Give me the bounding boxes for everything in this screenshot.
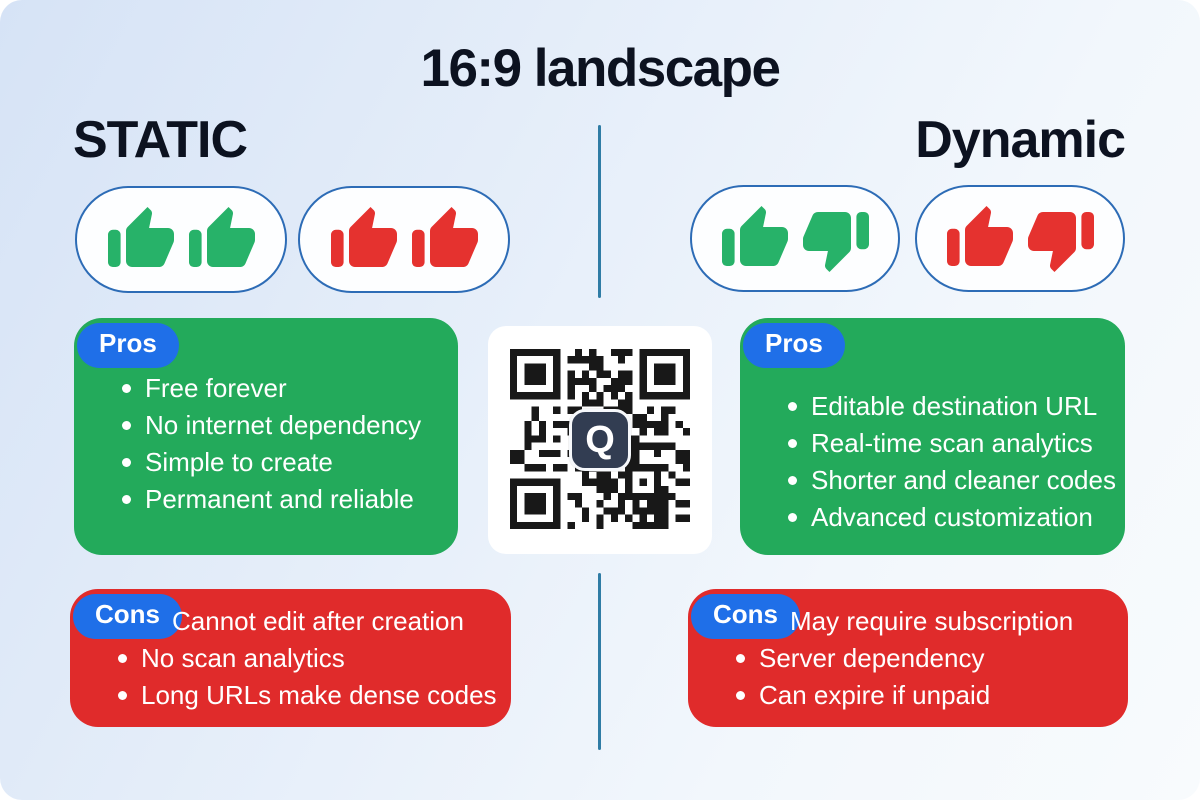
bullet-icon xyxy=(788,513,797,522)
bullet-icon xyxy=(118,654,127,663)
list-item: Advanced customization xyxy=(788,499,1116,536)
list-item: Free forever xyxy=(122,370,421,407)
list-item: Real-time scan analytics xyxy=(788,425,1116,462)
bullet-icon xyxy=(788,439,797,448)
bullet-icon xyxy=(788,476,797,485)
thumbs-up-icon xyxy=(105,204,177,276)
page-title: 16:9 landscape xyxy=(420,39,781,98)
qr-code: Q xyxy=(488,326,712,554)
list-item: Long URLs make dense codes xyxy=(118,677,497,714)
cons-badge: Cons xyxy=(691,594,800,639)
thumbs-up-icon xyxy=(409,204,481,276)
divider-line-top xyxy=(598,125,601,298)
qr-logo: Q xyxy=(569,409,631,471)
thumbs-up-icon xyxy=(719,203,791,275)
pros-badge: Pros xyxy=(77,323,179,368)
cons-card-static: Cons Cannot edit after creation No scan … xyxy=(70,589,511,727)
column-heading-static: STATIC xyxy=(73,111,248,169)
bullet-icon xyxy=(118,691,127,700)
thumbs-down-icon xyxy=(1025,203,1097,275)
bullet-icon xyxy=(736,691,745,700)
cons-lead-item: Cannot edit after creation xyxy=(172,606,464,636)
column-heading-dynamic: Dynamic xyxy=(915,111,1126,169)
bullet-icon xyxy=(788,402,797,411)
list-item: No internet dependency xyxy=(122,407,421,444)
bullet-icon xyxy=(122,458,131,467)
thumbs-down-icon xyxy=(800,203,872,275)
cons-lead-item: May require subscription xyxy=(790,606,1074,636)
bullet-icon xyxy=(122,421,131,430)
thumbs-up-icon xyxy=(186,204,258,276)
thumbs-up-icon xyxy=(328,204,400,276)
list-item: No scan analytics xyxy=(118,640,497,677)
thumbs-up-icon xyxy=(944,203,1016,275)
bullet-icon xyxy=(736,654,745,663)
cons-card-dynamic: Cons May require subscription Server dep… xyxy=(688,589,1128,727)
pros-card-dynamic: Pros Editable destination URL Real-time … xyxy=(740,318,1125,555)
rating-pill-static-red xyxy=(298,186,510,293)
bullet-icon xyxy=(122,384,131,393)
list-item: Editable destination URL xyxy=(788,388,1116,425)
divider-line-bottom xyxy=(598,573,601,750)
rating-pill-dynamic-green xyxy=(690,185,900,292)
bullet-icon xyxy=(122,495,131,504)
cons-badge: Cons xyxy=(73,594,182,639)
list-item: Shorter and cleaner codes xyxy=(788,462,1116,499)
list-item: Can expire if unpaid xyxy=(736,677,990,714)
list-item: Server dependency xyxy=(736,640,990,677)
pros-badge: Pros xyxy=(743,323,845,368)
rating-pill-static-green xyxy=(75,186,287,293)
list-item: Permanent and reliable xyxy=(122,481,421,518)
list-item: Simple to create xyxy=(122,444,421,481)
rating-pill-dynamic-red xyxy=(915,185,1125,292)
pros-card-static: Pros Free forever No internet dependency… xyxy=(74,318,458,555)
